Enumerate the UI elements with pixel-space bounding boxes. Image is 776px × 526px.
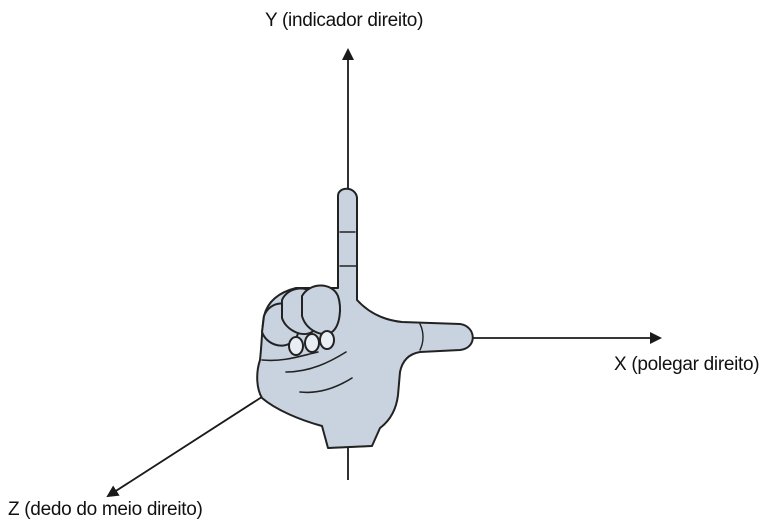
z-axis: [106, 392, 269, 498]
x-axis-label: X (polegar direito): [614, 354, 760, 375]
right-hand-illustration: [256, 187, 474, 449]
z-axis-label: Z (dedo do meio direito): [8, 499, 203, 520]
y-axis-label: Y (indicador direito): [265, 10, 424, 31]
